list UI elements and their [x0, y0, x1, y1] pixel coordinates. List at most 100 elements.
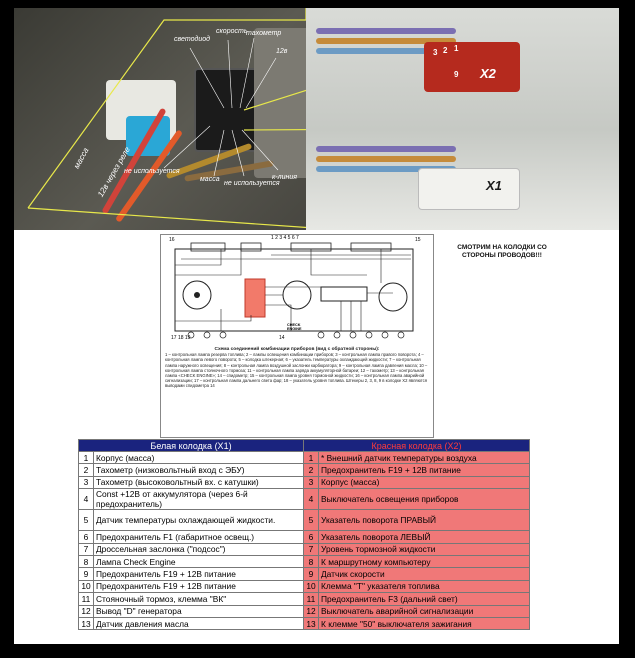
housing — [254, 28, 314, 178]
white-pin-number: 12 — [78, 604, 94, 618]
white-pin-description: Предохранитель F19 + 12В питание — [93, 579, 304, 594]
red-pin-number: 3 — [303, 475, 319, 490]
red-pin-description: К маршрутному компьютеру — [318, 554, 530, 569]
white-pin-number: 8 — [78, 554, 94, 569]
red-pin-number: 10 — [303, 579, 319, 594]
pin-9: 9 — [454, 70, 459, 79]
label-skorost: скорость — [216, 28, 248, 35]
scheme-top-nums: 1 2 3 4 5 6 7 — [271, 235, 299, 241]
red-pin-number: 8 — [303, 554, 319, 569]
red-pin-number: 13 — [303, 616, 319, 631]
table-header: Белая колодка (X1) Красная колодка (X2) — [78, 439, 530, 452]
white-connector-x1 — [418, 168, 520, 210]
scheme-caption: Схема соединений комбинации приборов (ви… — [165, 347, 429, 389]
red-pin-number: 7 — [303, 542, 319, 556]
red-pin-description: Датчик скорости — [318, 567, 530, 581]
red-connector-x2 — [424, 42, 520, 92]
white-pin-number: 13 — [78, 616, 94, 631]
scheme-left-nums: 17 18 19 — [171, 335, 191, 341]
scheme-num-16: 16 — [169, 237, 175, 243]
pin-3: 3 — [433, 48, 438, 57]
white-pin-description: Тахометр (низковольтный вход с ЭБУ) — [93, 463, 304, 477]
header-red-connector: Красная колодка (X2) — [303, 439, 530, 452]
white-pin-description: Стояночный тормоз, клемма "ВК" — [93, 592, 304, 606]
x1-label: X1 — [486, 178, 502, 193]
view-note: СМОТРИМ НА КОЛОДКИ СО СТОРОНЫ ПРОВОДОВ!!… — [457, 244, 547, 259]
pin-2: 2 — [443, 46, 448, 55]
label-massa-mid: масса — [200, 176, 220, 183]
red-pin-description: Корпус (масса) — [318, 475, 530, 490]
header-white-connector: Белая колодка (X1) — [78, 439, 304, 452]
red-pin-number: 6 — [303, 530, 319, 544]
scheme-caption-title: Схема соединений комбинации приборов (ви… — [214, 347, 380, 352]
red-pin-number: 11 — [303, 592, 319, 606]
red-pin-description: К клемме "50" выключателя зажигания — [318, 616, 530, 631]
white-pin-number: 1 — [78, 450, 94, 465]
white-pin-number: 11 — [78, 592, 94, 606]
red-pin-description: Выключатель освещения приборов — [318, 488, 530, 511]
pinout-table: Белая колодка (X1) Красная колодка (X2) … — [78, 439, 530, 631]
red-pin-description: * Внешний датчик температуры воздуха — [318, 450, 530, 465]
white-pin-number: 4 — [78, 488, 94, 511]
white-pin-description: Вывод "D" генератора — [93, 604, 304, 618]
wiring-schematic: 17 18 19 14 CHECK ENGINE 16 15 1 2 3 4 5… — [160, 234, 434, 438]
white-pin-description: Дроссельная заслонка ("подсос") — [93, 542, 304, 556]
white-pin-description: Лампа Check Engine — [93, 554, 304, 569]
scheme-engine-label: CHECK ENGINE — [287, 323, 302, 331]
white-pin-number: 7 — [78, 542, 94, 556]
red-pin-description: Указатель поворота ПРАВЫЙ — [318, 509, 530, 532]
white-pin-description: Датчик давления масла — [93, 616, 304, 631]
white-pin-number: 9 — [78, 567, 94, 581]
label-ne-isp-1: не используется — [124, 168, 180, 175]
scheme-caption-text: 1 – контрольная лампа резерва топлива; 2… — [165, 352, 428, 389]
label-tahometr: тахометр — [246, 30, 282, 37]
red-pin-description: Предохранитель F3 (дальний свет) — [318, 592, 530, 606]
white-pin-description: Предохранитель F19 + 12В питание — [93, 567, 304, 581]
red-pin-number: 4 — [303, 488, 319, 511]
schematic-drawing — [174, 242, 414, 339]
red-pin-number: 1 — [303, 450, 319, 465]
scheme-num-15: 15 — [415, 237, 421, 243]
connector-photo: светодиод скорость тахометр 12в масса 12… — [14, 8, 619, 230]
white-pin-number: 2 — [78, 463, 94, 477]
white-pin-description: Тахометр (высоковольтный вх. с катушки) — [93, 475, 304, 490]
red-pin-description: Уровень тормозной жидкости — [318, 542, 530, 556]
red-pin-description: Выключатель аварийной сигнализации — [318, 604, 530, 618]
white-pin-number: 6 — [78, 530, 94, 544]
white-pin-number: 3 — [78, 475, 94, 490]
red-pin-description: Клемма "Т" указателя топлива — [318, 579, 530, 594]
red-pin-number: 2 — [303, 463, 319, 477]
red-pin-description: Предохранитель F19 + 12В питание — [318, 463, 530, 477]
white-pin-description: Предохранитель F1 (габаритное освещ.) — [93, 530, 304, 544]
x2-label: X2 — [480, 66, 496, 81]
white-pin-number: 10 — [78, 579, 94, 594]
label-k-liniya: к-линия — [272, 174, 297, 181]
scheme-bottom-num: 14 — [279, 335, 285, 341]
white-pin-description: Const +12В от аккумулятора (через 6-й пр… — [93, 488, 304, 511]
white-pin-number: 5 — [78, 509, 94, 532]
connector-closeups — [306, 8, 619, 230]
label-svetodiod: светодиод — [174, 36, 210, 43]
red-pin-number: 5 — [303, 509, 319, 532]
red-pin-number: 12 — [303, 604, 319, 618]
pin-1: 1 — [454, 44, 459, 53]
white-pin-description: Корпус (масса) — [93, 450, 304, 465]
white-pin-description: Датчик температуры охлаждающей жидкости. — [93, 509, 304, 532]
red-pin-number: 9 — [303, 567, 319, 581]
page-frame: светодиод скорость тахометр 12в масса 12… — [14, 8, 619, 644]
red-pin-description: Указатель поворота ЛЕВЫЙ — [318, 530, 530, 544]
label-ne-isp-2: не используется — [224, 180, 280, 187]
